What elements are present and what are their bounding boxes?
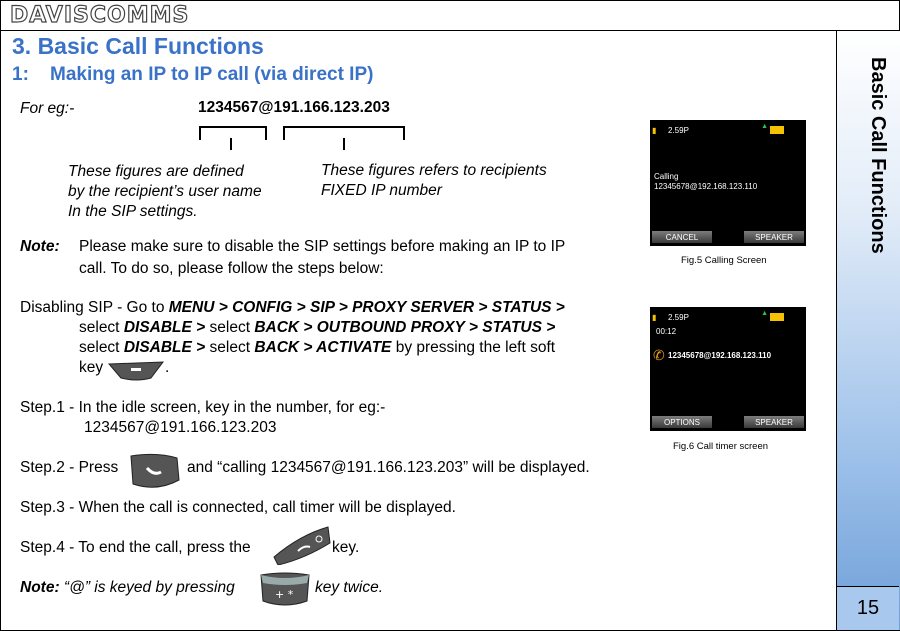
user-note-line: In the SIP settings. — [68, 203, 198, 220]
sidebar-title: Basic Call Functions — [867, 57, 889, 254]
disabling-text: select — [79, 319, 124, 336]
speaker-softkey[interactable]: SPEAKER — [744, 231, 804, 243]
step-4-label: Step.4 - To end the call, press the — [20, 539, 251, 556]
step-1-number: 1234567@191.166.123.203 — [84, 419, 277, 436]
disabling-key-word: key — [79, 359, 104, 376]
note-2-end: key twice. — [315, 579, 384, 596]
status-time: 2.59P — [668, 126, 689, 135]
options-softkey[interactable]: OPTIONS — [652, 416, 712, 428]
ip-note-line: These figures refers to recipients — [321, 162, 547, 179]
ip-note-line: FIXED IP number — [321, 182, 442, 199]
user-part-bracket — [199, 126, 267, 140]
star-key-icon: + * — [260, 572, 310, 606]
step-1: Step.1 - In the idle screen, key in the … — [20, 399, 386, 416]
fig6-caption: Fig.6 Call timer screen — [673, 441, 769, 452]
step-3: Step.3 - When the call is connected, cal… — [20, 499, 456, 516]
step-2-label: Step.2 - Press — [20, 459, 119, 476]
ip-part-tick — [343, 138, 345, 150]
sidebar — [836, 31, 900, 630]
step-2-text: and “calling 1234567@191.166.123.203” wi… — [187, 459, 590, 476]
ip-part-bracket — [283, 126, 405, 140]
calling-screen: ▮ 2.59P ▲ Calling 12345678@192.168.123.1… — [650, 120, 806, 246]
disabling-line-1: Disabling SIP - Go to MENU > CONFIG > SI… — [20, 299, 565, 317]
signal-icon: ▮ — [652, 126, 657, 135]
note-2-label: Note: — [20, 579, 60, 596]
step-4-text: key. — [332, 539, 360, 556]
cancel-softkey[interactable]: CANCEL — [652, 231, 712, 243]
menu-path: DISABLE > — [123, 339, 206, 356]
call-timer: 00:12 — [656, 327, 677, 336]
header-bar: DAVISCOMMS — [0, 0, 900, 31]
wifi-icon: ▲ — [761, 310, 768, 317]
page-number: 15 — [836, 586, 899, 630]
note-label: Note: — [20, 238, 60, 255]
user-part-tick — [230, 138, 232, 150]
disabling-text: Disabling SIP - Go to — [20, 299, 169, 316]
disabling-period: . — [165, 359, 170, 376]
end-call-key-icon — [273, 526, 331, 565]
note-2: Note: “@” is keyed by pressing — [20, 579, 235, 597]
call-number: 12345678@192.168.123.110 — [668, 351, 772, 360]
example-value: 1234567@191.166.123.203 — [198, 99, 390, 116]
call-timer-screen: ▮ 2.59P ▲ 00:12 ✆ 12345678@192.168.123.1… — [650, 307, 806, 431]
user-note-line: These figures are defined — [68, 163, 244, 180]
menu-path: BACK > OUTBOUND PROXY > STATUS > — [254, 319, 556, 336]
speaker-softkey[interactable]: SPEAKER — [744, 416, 804, 428]
calling-number: 12345678@192.168.123.110 — [654, 182, 758, 191]
section-subtitle: 1: Making an IP to IP call (via direct I… — [12, 64, 374, 85]
menu-path: DISABLE > — [123, 319, 206, 336]
signal-icon: ▮ — [652, 313, 657, 322]
menu-path: BACK > ACTIVATE — [254, 339, 392, 356]
note-text: Please make sure to disable the SIP sett… — [79, 238, 566, 255]
status-time: 2.59P — [668, 313, 689, 322]
wifi-icon: ▲ — [761, 123, 768, 130]
menu-path: MENU > CONFIG > SIP > PROXY SERVER > STA… — [168, 299, 565, 316]
daviscomms-logo: DAVISCOMMS — [9, 2, 190, 28]
svg-text:+ *: + * — [275, 588, 294, 601]
battery-icon — [770, 313, 784, 321]
disabling-text: select — [205, 319, 255, 336]
section-title: 3. Basic Call Functions — [12, 33, 264, 59]
left-soft-key-icon — [107, 361, 165, 381]
disabling-text: by pressing the left soft — [391, 339, 556, 356]
user-note-line: by the recipient’s user name — [68, 183, 262, 200]
disabling-text: select — [79, 339, 124, 356]
disabling-line-3: select DISABLE > select BACK > ACTIVATE … — [79, 339, 555, 357]
example-label: For eg:- — [20, 100, 75, 117]
disabling-line-2: select DISABLE > select BACK > OUTBOUND … — [79, 319, 555, 337]
fig5-caption: Fig.5 Calling Screen — [681, 255, 767, 266]
handset-icon: ✆ — [653, 347, 665, 363]
note-text: call. To do so, please follow the steps … — [79, 260, 384, 277]
calling-label: Calling — [654, 172, 679, 181]
call-key-icon — [130, 453, 180, 488]
disabling-text: select — [205, 339, 255, 356]
battery-icon — [770, 126, 784, 134]
note-2-text: “@” is keyed by pressing — [63, 579, 235, 596]
